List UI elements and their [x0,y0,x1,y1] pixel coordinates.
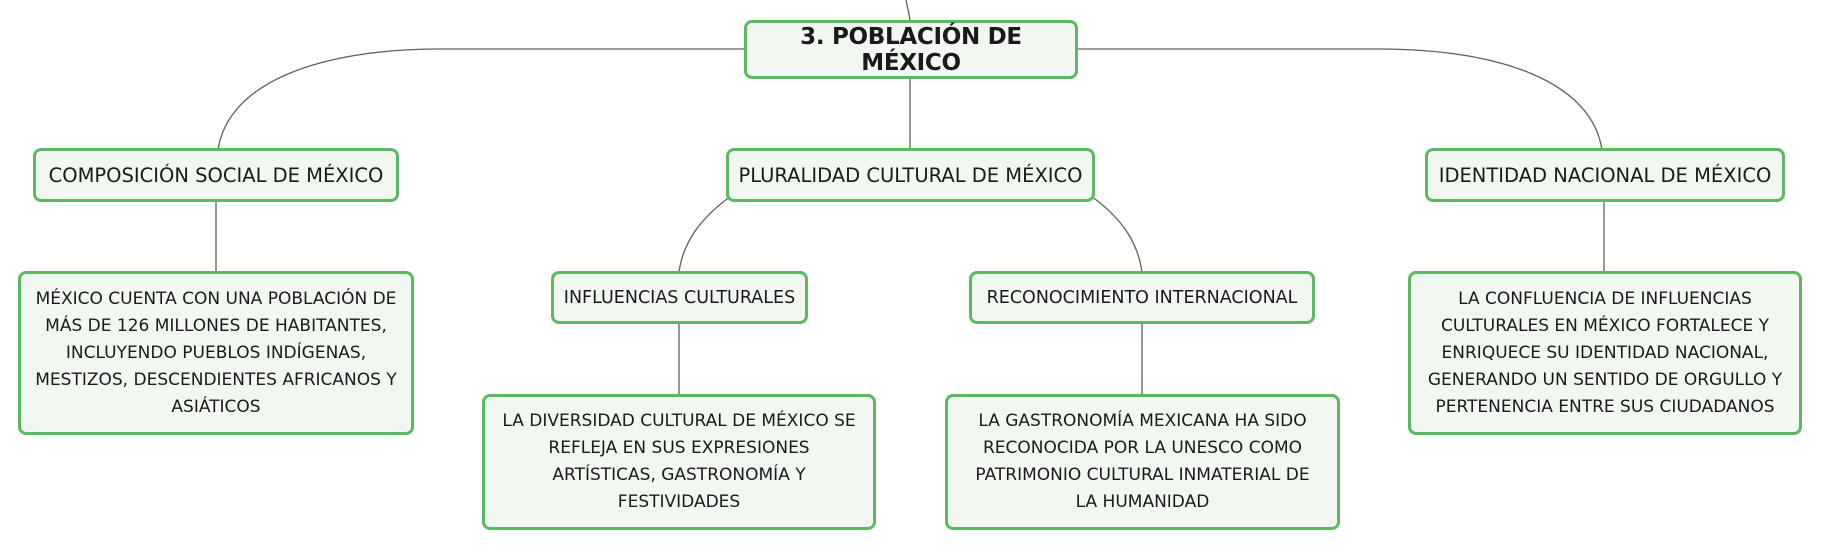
topic-influencias-culturales[interactable]: INFLUENCIAS CULTURALES [551,271,808,324]
connector-pluralidad-to-reconocimiento [1090,195,1143,273]
detail-reconocimiento-internacional[interactable]: LA GASTRONOMÍA MEXICANA HA SIDO RECONOCI… [945,394,1340,530]
topic-label: RECONOCIMIENTO INTERNACIONAL [986,287,1298,308]
topic-label: INFLUENCIAS CULTURALES [563,287,796,308]
connector-pluralidad-to-influencias [678,195,732,273]
detail-composicion-social[interactable]: MÉXICO CUENTA CON UNA POBLACIÓN DE MÁS D… [18,271,414,435]
topic-pluralidad-cultural[interactable]: PLURALIDAD CULTURAL DE MÉXICO [726,148,1095,202]
connector-parent-to-root [905,0,911,21]
root-topic-label: 3. POBLACIÓN DE MÉXICO [800,23,1022,76]
detail-identidad-nacional[interactable]: LA CONFLUENCIA DE INFLUENCIAS CULTURALES… [1408,271,1802,435]
topic-label: COMPOSICIÓN SOCIAL DE MÉXICO [48,163,384,187]
topic-identidad-nacional[interactable]: IDENTIDAD NACIONAL DE MÉXICO [1425,148,1785,202]
connector-root-to-composicion [217,48,744,151]
topic-label: IDENTIDAD NACIONAL DE MÉXICO [1438,163,1772,187]
topic-composicion-social[interactable]: COMPOSICIÓN SOCIAL DE MÉXICO [33,148,399,202]
root-topic-node[interactable]: 3. POBLACIÓN DE MÉXICO [744,20,1078,79]
detail-text: LA DIVERSIDAD CULTURAL DE MÉXICO SE REFL… [502,411,856,512]
detail-text: MÉXICO CUENTA CON UNA POBLACIÓN DE MÁS D… [35,288,397,417]
detail-text: LA CONFLUENCIA DE INFLUENCIAS CULTURALES… [1427,288,1783,417]
topic-reconocimiento-internacional[interactable]: RECONOCIMIENTO INTERNACIONAL [969,271,1315,324]
topic-label: PLURALIDAD CULTURAL DE MÉXICO [738,163,1083,187]
connector-root-to-identidad [1078,48,1603,151]
detail-text: LA GASTRONOMÍA MEXICANA HA SIDO RECONOCI… [975,411,1310,512]
detail-influencias-culturales[interactable]: LA DIVERSIDAD CULTURAL DE MÉXICO SE REFL… [482,394,876,530]
